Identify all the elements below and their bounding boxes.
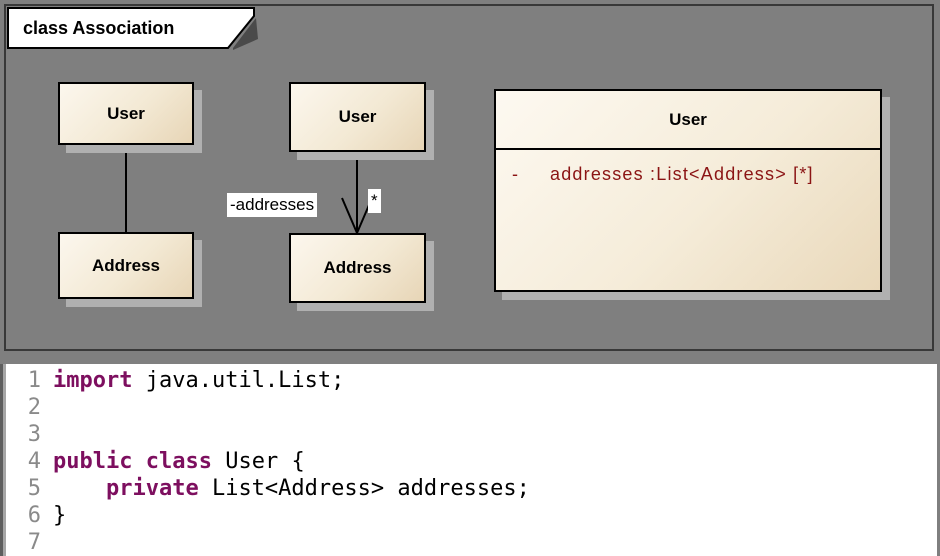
tab-shadow-edge xyxy=(233,18,258,50)
class-box-user-2[interactable]: User xyxy=(289,82,426,152)
attribute-text: addresses :List<Address> [*] xyxy=(550,164,814,184)
frame-title: class Association xyxy=(23,18,175,38)
code-line: 2 xyxy=(11,394,937,421)
code-line: 4 public class User { xyxy=(11,448,937,475)
class-box-user-1[interactable]: User xyxy=(58,82,194,145)
class-name: User xyxy=(338,107,377,126)
code-text xyxy=(132,448,145,475)
code-keyword: public xyxy=(53,449,133,474)
code-keyword: class xyxy=(145,449,212,474)
code-line: 6} xyxy=(11,502,937,529)
code-keyword: import xyxy=(53,368,133,393)
line-number: 4 xyxy=(27,449,41,474)
frame-title-tab: class Association xyxy=(7,7,265,51)
code-line: 7 xyxy=(11,529,937,556)
code-text: List<Address> addresses; xyxy=(198,476,530,501)
class-attribute: - addresses :List<Address> [*] xyxy=(512,164,880,185)
class-box-address-2[interactable]: Address xyxy=(289,233,426,303)
frame-tab-shape xyxy=(7,7,258,50)
code-line: 5 private List<Address> addresses; xyxy=(11,475,937,502)
line-number: 5 xyxy=(27,476,41,501)
code-editor[interactable]: 1 import java.util.List; 2 3 4 public clas… xyxy=(0,364,937,556)
class-name: Address xyxy=(323,258,392,277)
code-text: } xyxy=(53,503,67,528)
class-name: User xyxy=(669,109,707,129)
class-name: User xyxy=(107,103,145,123)
code-text: java.util.List; xyxy=(132,368,345,393)
uml-frame: class Association User Address User Addr… xyxy=(4,4,934,351)
association-role-label: -addresses xyxy=(227,193,318,217)
code-indent xyxy=(53,475,106,502)
line-number: 6 xyxy=(27,503,41,528)
code-text: User { xyxy=(211,449,305,474)
class-box-address-1[interactable]: Address xyxy=(58,232,194,299)
attribute-visibility: - xyxy=(512,164,520,184)
line-number: 7 xyxy=(27,530,41,555)
association-multiplicity-label: * xyxy=(368,189,381,213)
line-number: 2 xyxy=(27,395,41,420)
class-header: User xyxy=(496,91,880,150)
line-number: 1 xyxy=(27,368,41,393)
class-name: Address xyxy=(91,255,161,275)
class-box-user-detailed[interactable]: User - addresses :List<Address> [*] xyxy=(494,89,882,292)
code-keyword: private xyxy=(105,476,199,501)
code-line: 1 import java.util.List; xyxy=(11,367,937,394)
tab-pentagon xyxy=(7,7,255,49)
code-line: 3 xyxy=(11,421,937,448)
line-number: 3 xyxy=(27,422,41,447)
